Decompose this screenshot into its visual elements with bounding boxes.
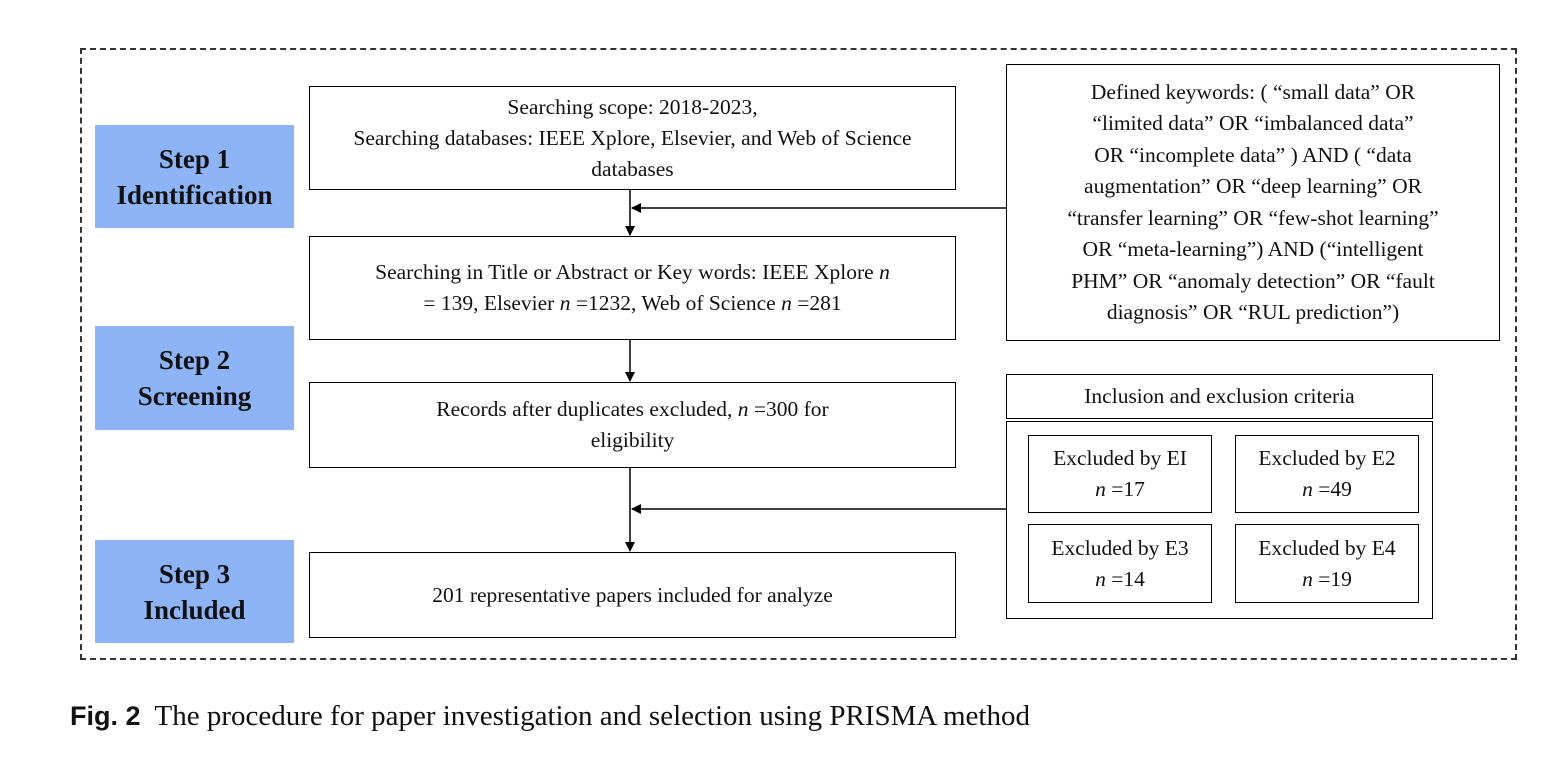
step-2-number: Step 2: [158, 345, 231, 375]
keywords-box: Defined keywords: ( “small data” OR “lim…: [1006, 64, 1500, 341]
keywords-line-8: diagnosis” OR “RUL prediction”): [1106, 300, 1400, 324]
included-box: 201 representative papers included for a…: [309, 552, 956, 638]
step-2-title: Screening: [137, 381, 252, 411]
figure-caption-text: The procedure for paper investigation an…: [154, 700, 1030, 732]
step-3-title: Included: [143, 594, 246, 625]
keywords-line-3: OR “incomplete data” ) AND ( “data: [1094, 142, 1412, 167]
records-line-1: Records after duplicates excluded, n =30…: [436, 397, 829, 421]
keywords-line-7: PHM” OR “anomaly detection” OR “fault: [1071, 268, 1435, 293]
criteria-title: Inclusion and exclusion criteria: [1084, 384, 1355, 408]
step-1-number: Step 1: [158, 143, 231, 174]
search-results-line-2: = 139, Elsevier n =1232, Web of Science …: [423, 291, 842, 315]
search-scope-box: Searching scope: 2018-2023, Searching da…: [309, 86, 956, 190]
keywords-line-1: Defined keywords: ( “small data” OR: [1090, 79, 1416, 104]
keywords-line-6: OR “meta-learning”) AND (“intelligent: [1082, 237, 1424, 261]
exclusion-e3-count: n =14: [1095, 566, 1145, 591]
search-results-line-1: Searching in Title or Abstract or Key wo…: [375, 260, 890, 284]
keywords-line-4: augmentation” OR “deep learning” OR: [1084, 174, 1422, 198]
step-1-title: Identification: [116, 179, 273, 210]
records-line-2: eligibility: [590, 428, 675, 452]
exclusion-e4-label: Excluded by E4: [1258, 535, 1396, 560]
step-3-number: Step 3: [158, 558, 231, 589]
keywords-line-2: “limited data” OR “imbalanced data”: [1092, 111, 1414, 135]
dashed-frame: [80, 48, 1517, 660]
step-1-label: Step 1 Identification: [95, 125, 294, 228]
exclusion-e2-label: Excluded by E2: [1258, 446, 1396, 470]
search-scope-line-3: databases: [591, 156, 674, 181]
exclusion-e2-count: n =49: [1302, 477, 1352, 501]
exclusion-e2-box: Excluded by E2 n =49: [1235, 435, 1419, 513]
step-2-label: Step 2 Screening: [95, 326, 294, 430]
exclusion-e1-label: Excluded by EI: [1053, 446, 1187, 470]
keywords-line-5: “transfer learning” OR “few-shot learnin…: [1067, 205, 1439, 230]
exclusion-e4-box: Excluded by E4 n =19: [1235, 524, 1419, 603]
figure-label: Fig. 2: [70, 701, 141, 731]
search-results-box: Searching in Title or Abstract or Key wo…: [309, 236, 956, 340]
figure-caption: Fig. 2 The procedure for paper investigat…: [70, 700, 1030, 733]
exclusion-e3-label: Excluded by E3: [1051, 535, 1189, 560]
step-3-label: Step 3 Included: [95, 540, 294, 643]
exclusion-e3-box: Excluded by E3 n =14: [1028, 524, 1212, 603]
criteria-title-box: Inclusion and exclusion criteria: [1006, 374, 1433, 419]
exclusion-e4-count: n =19: [1302, 566, 1352, 591]
records-box: Records after duplicates excluded, n =30…: [309, 382, 956, 468]
exclusion-e1-count: n =17: [1095, 477, 1145, 501]
search-scope-line-1: Searching scope: 2018-2023,: [507, 94, 758, 119]
search-scope-line-2: Searching databases: IEEE Xplore, Elsevi…: [353, 125, 912, 150]
exclusion-e1-box: Excluded by EI n =17: [1028, 435, 1212, 513]
included-text: 201 representative papers included for a…: [432, 582, 833, 607]
